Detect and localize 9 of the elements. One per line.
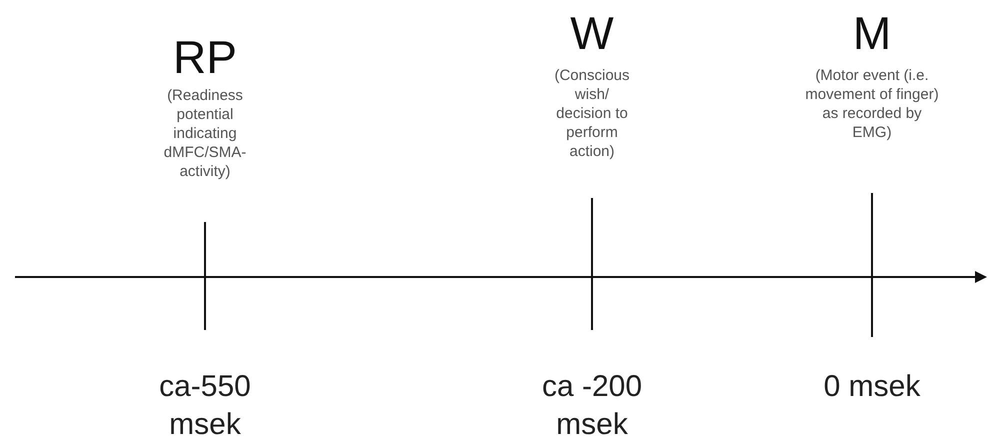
event-letter: W — [569, 8, 615, 58]
event-letter: M — [852, 8, 892, 58]
time-label: ca -200 msek — [540, 369, 644, 443]
event-description: (Readiness potential indicating dMFC/SMA-activity) — [162, 86, 248, 181]
event-letter: RP — [172, 32, 238, 82]
event-description: (Motor event (i.e. movement of finger) as recorded by EMG) — [804, 66, 940, 142]
time-label: 0 msek — [822, 369, 922, 405]
time-label: ca-550 msek — [158, 369, 252, 443]
event-description: (Conscious wish/ decision to perform action) — [553, 66, 631, 161]
